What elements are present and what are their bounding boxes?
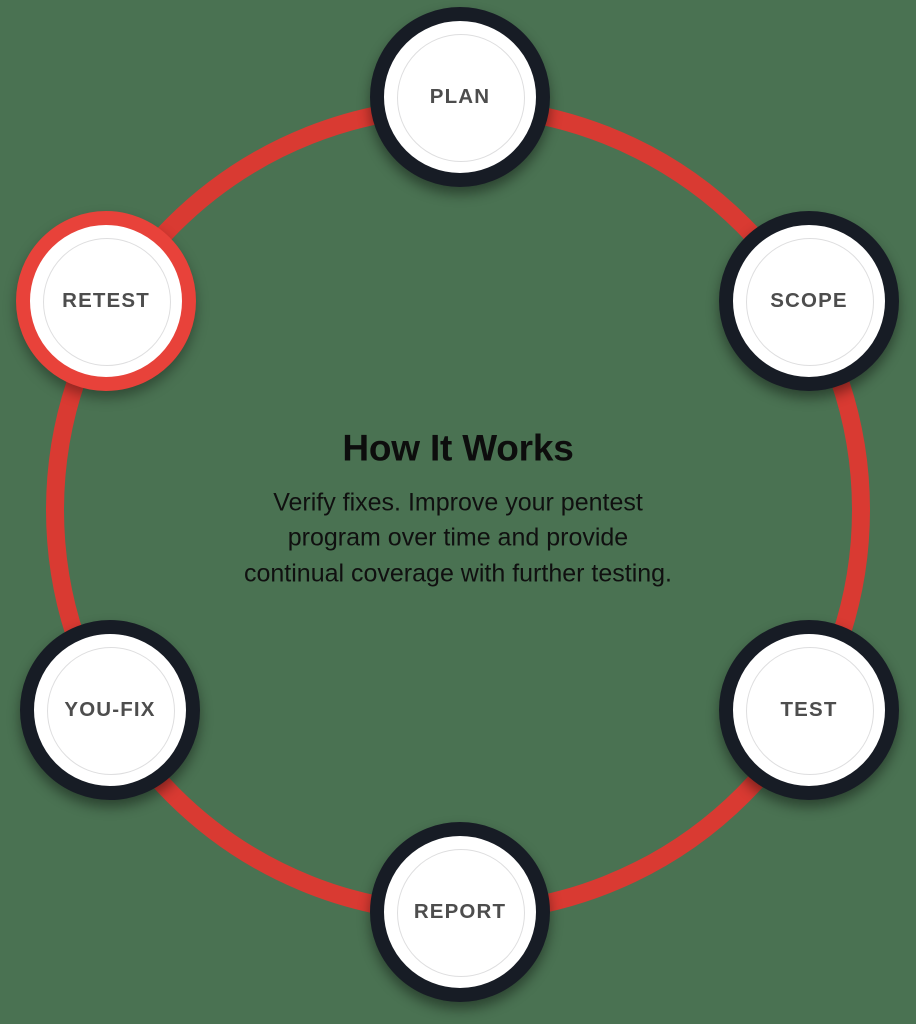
- cycle-node-report[interactable]: REPORT: [370, 822, 550, 1002]
- cycle-node-label: TEST: [780, 697, 838, 721]
- cycle-node-label: YOU-FIX: [64, 697, 156, 721]
- cycle-node-label: RETEST: [62, 288, 150, 312]
- cycle-node-scope[interactable]: SCOPE: [719, 211, 899, 391]
- cycle-node-you-fix[interactable]: YOU-FIX: [20, 620, 200, 800]
- cycle-node-retest[interactable]: RETEST: [16, 211, 196, 391]
- cycle-node-label: REPORT: [413, 899, 507, 923]
- cycle-node-label: PLAN: [429, 84, 491, 108]
- cycle-node-label: SCOPE: [770, 288, 848, 312]
- cycle-node-plan[interactable]: PLAN: [370, 7, 550, 187]
- cycle-node-test[interactable]: TEST: [719, 620, 899, 800]
- cycle-track-circle: [46, 98, 870, 922]
